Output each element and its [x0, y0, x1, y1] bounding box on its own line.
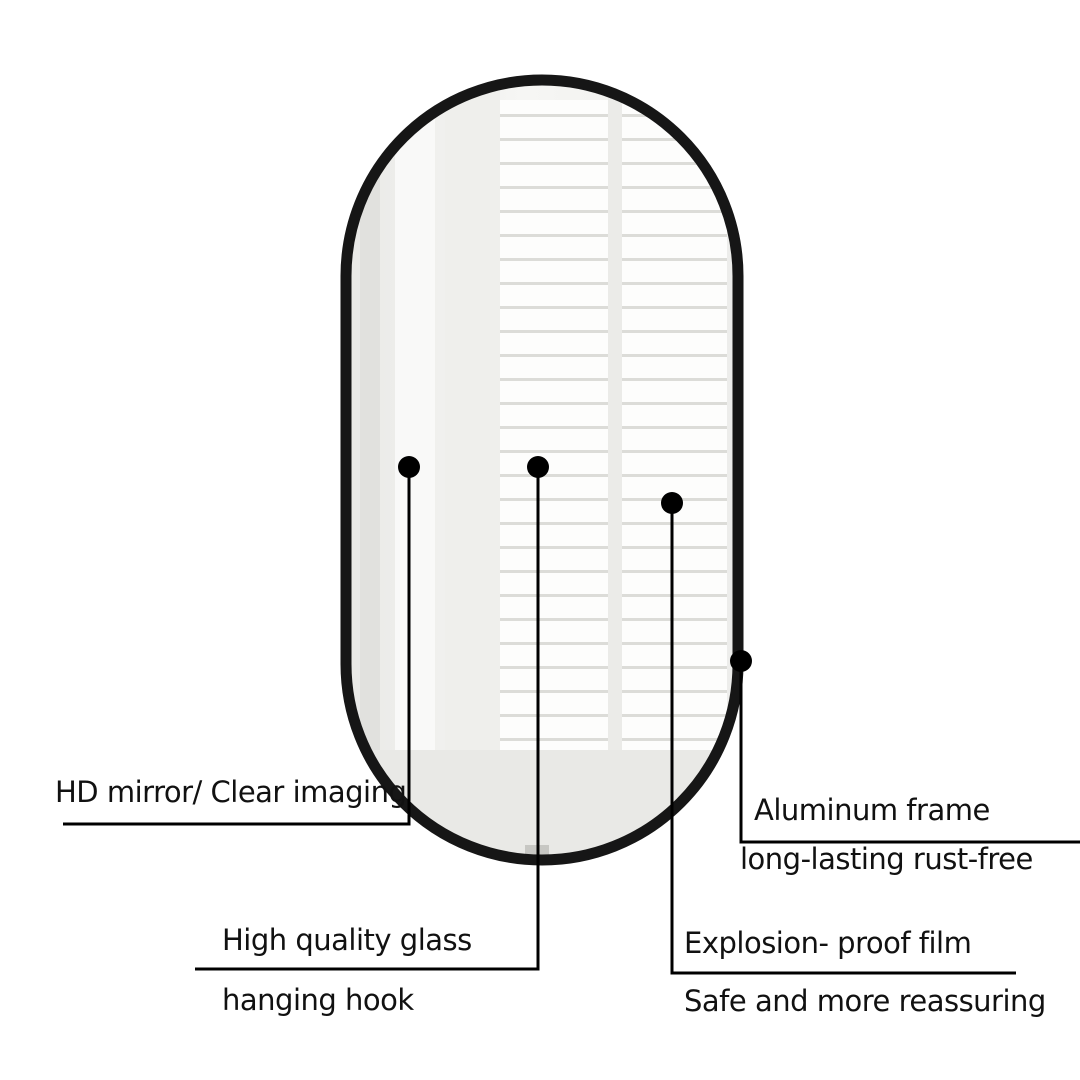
label-hanging-hook: hanging hook — [222, 983, 414, 1017]
window-shutter-right — [622, 100, 727, 750]
window-shutter-left — [500, 100, 608, 750]
callout-line-hd-mirror — [63, 467, 411, 826]
callout-dot-hd-mirror — [398, 456, 420, 478]
callout-dots — [398, 456, 752, 672]
callouts — [63, 467, 1080, 975]
callout-dot-film — [661, 492, 683, 514]
label-hd-mirror: HD mirror/ Clear imaging — [55, 775, 407, 809]
label-rust-free: long-lasting rust-free — [740, 842, 1033, 876]
wall-shadow — [360, 80, 380, 860]
callout-line-frame — [739, 661, 1080, 844]
callout-dot-frame — [730, 650, 752, 672]
aluminum-frame — [340, 74, 744, 866]
curtain-panel — [445, 80, 500, 860]
callout-line-film — [670, 503, 1016, 975]
label-safe-reassuring: Safe and more reassuring — [684, 984, 1046, 1018]
label-explosion-proof-film: Explosion- proof film — [684, 926, 972, 960]
window-mullion — [608, 80, 622, 860]
callout-line-glass — [195, 467, 540, 971]
callout-dot-glass — [527, 456, 549, 478]
label-high-quality-glass: High quality glass — [222, 923, 472, 957]
label-aluminum-frame: Aluminum frame — [754, 793, 990, 827]
